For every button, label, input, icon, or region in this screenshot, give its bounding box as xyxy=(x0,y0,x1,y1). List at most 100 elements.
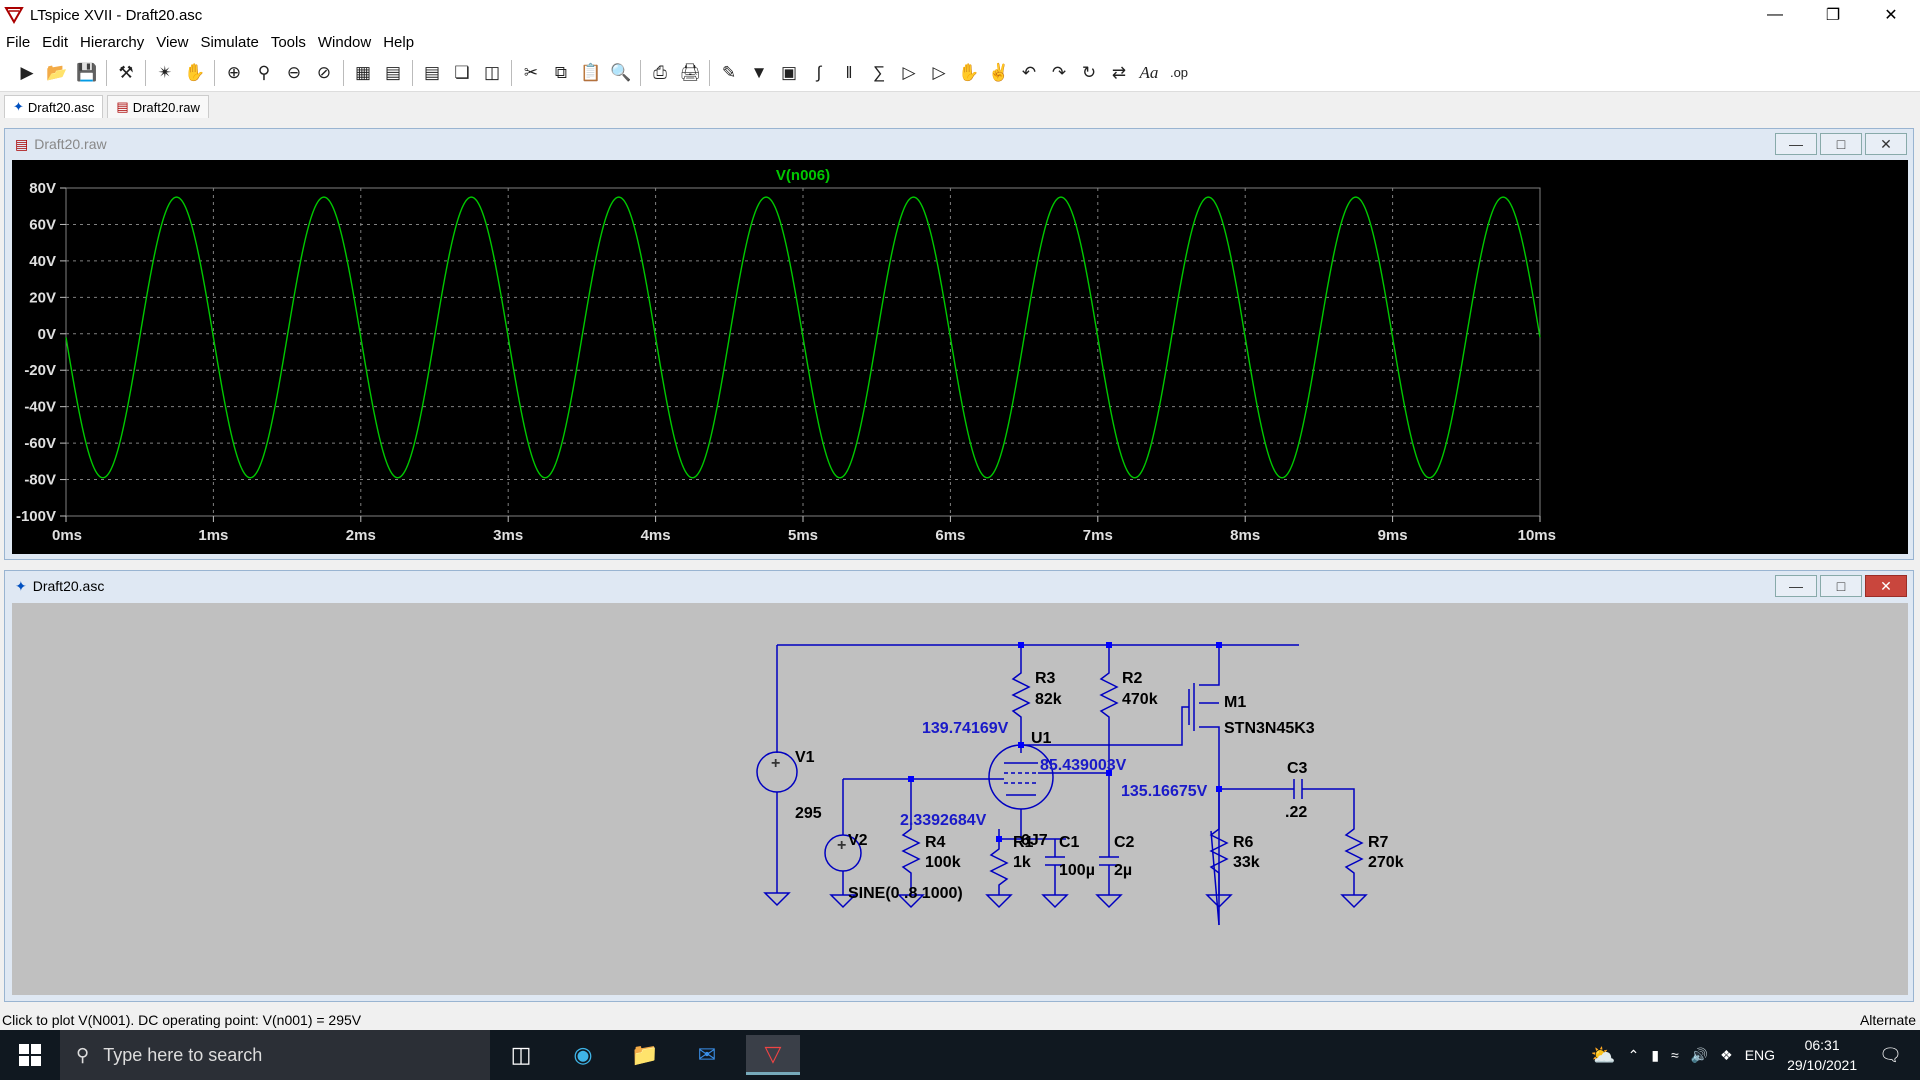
mdi-maximize-button[interactable]: □ xyxy=(1820,575,1862,597)
wifi-icon[interactable]: ≈ xyxy=(1671,1047,1679,1063)
cascade-icon[interactable]: ❏ xyxy=(454,62,470,82)
mark-unref-icon[interactable]: ▤ xyxy=(384,62,402,82)
component-ref-v1[interactable]: V1 xyxy=(795,749,815,766)
component-ref-r4[interactable]: R4 xyxy=(925,834,946,851)
component-value-c3[interactable]: .22 xyxy=(1285,804,1307,821)
resistor-icon[interactable]: ∫ xyxy=(816,62,822,82)
component-value-r4[interactable]: 100k xyxy=(925,854,961,871)
weather-icon[interactable]: ⛅ xyxy=(1590,1044,1616,1067)
copy-icon[interactable]: ⧉ xyxy=(554,62,568,82)
redo-icon[interactable]: ↷ xyxy=(1051,62,1067,82)
menu-edit[interactable]: Edit xyxy=(42,33,69,51)
component-value-r7[interactable]: 270k xyxy=(1368,854,1404,871)
schematic-drawing[interactable]: V1 295 V2 SINE(0 .8 1000) R3 82k R2 470k… xyxy=(12,603,1908,995)
clock[interactable]: 06:31 29/10/2021 xyxy=(1787,1035,1857,1075)
mail-icon[interactable]: ✉ xyxy=(697,1042,717,1067)
menu-window[interactable]: Window xyxy=(317,33,372,51)
mdi-minimize-button[interactable]: — xyxy=(1775,575,1817,597)
mirror-icon[interactable]: ⇄ xyxy=(1111,62,1127,82)
task-view-icon[interactable]: ◫ xyxy=(510,1042,532,1067)
diode-icon[interactable]: ▷ xyxy=(902,62,916,82)
component-ref-u1[interactable]: U1 xyxy=(1031,730,1052,747)
tile-vertical-icon[interactable]: ◫ xyxy=(483,62,501,82)
mdi-close-button[interactable]: ✕ xyxy=(1865,133,1907,155)
volume-icon[interactable]: 🔊 xyxy=(1690,1046,1709,1063)
battery-icon[interactable]: ▮ xyxy=(1651,1046,1660,1063)
zoom-in-icon[interactable]: ⊕ xyxy=(226,62,242,82)
save-icon[interactable]: 💾 xyxy=(76,62,98,82)
component-value-c1[interactable]: 100µ xyxy=(1059,862,1095,879)
component-ref-r1[interactable]: R1 xyxy=(1013,834,1034,851)
notifications-icon[interactable]: 🗨 xyxy=(1879,1044,1902,1065)
close-button[interactable]: ✕ xyxy=(1884,7,1898,24)
chevron-up-icon[interactable]: ⌃ xyxy=(1627,1046,1640,1063)
tile-horizontal-icon[interactable]: ▤ xyxy=(423,62,441,82)
print-setup-icon[interactable]: ⎙ xyxy=(653,62,667,82)
component-ref-r6[interactable]: R6 xyxy=(1233,834,1254,851)
draw-wire-icon[interactable]: ✎ xyxy=(721,62,737,82)
menu-tools[interactable]: Tools xyxy=(270,33,306,51)
zoom-cancel-icon[interactable]: ⊘ xyxy=(316,62,332,82)
spice-directive-icon[interactable]: .op xyxy=(1169,65,1189,80)
print-icon[interactable]: 🖨 xyxy=(679,62,701,82)
tab-schematic[interactable]: ✦ Draft20.asc xyxy=(4,95,104,118)
component-ref-c1[interactable]: C1 xyxy=(1059,834,1080,851)
component-value-r2[interactable]: 470k xyxy=(1122,691,1158,708)
zoom-out-icon[interactable]: ⊖ xyxy=(286,62,302,82)
autorange-icon[interactable]: ▦ xyxy=(354,62,372,82)
paste-icon[interactable]: 📋 xyxy=(580,62,602,82)
mdi-minimize-button[interactable]: — xyxy=(1775,133,1817,155)
component-value-v2[interactable]: SINE(0 .8 1000) xyxy=(848,885,963,902)
mdi-maximize-button[interactable]: □ xyxy=(1820,133,1862,155)
tab-waveform[interactable]: ▤ Draft20.raw xyxy=(107,95,209,118)
find-icon[interactable]: 🔍 xyxy=(610,62,632,82)
label-net-icon[interactable]: ▣ xyxy=(780,62,798,82)
node-voltage-label[interactable]: 139.74169V xyxy=(922,720,1009,737)
run-icon[interactable]: ▶ xyxy=(20,62,34,82)
edge-browser-icon[interactable]: ◉ xyxy=(573,1042,593,1067)
schematic-canvas[interactable]: V1 295 V2 SINE(0 .8 1000) R3 82k R2 470k… xyxy=(12,603,1908,995)
node-voltage-label[interactable]: 2.3392684V xyxy=(900,812,987,829)
minimize-button[interactable]: — xyxy=(1767,6,1783,23)
drag-icon[interactable]: ✌ xyxy=(988,62,1010,82)
component-ref-c2[interactable]: C2 xyxy=(1114,834,1135,851)
node-voltage-label[interactable]: 85.439003V xyxy=(1040,757,1127,774)
zoom-fit-icon[interactable]: ⚲ xyxy=(257,62,271,82)
component-ref-r7[interactable]: R7 xyxy=(1368,834,1389,851)
start-button[interactable] xyxy=(0,1030,60,1080)
node-voltage-label[interactable]: 135.16675V xyxy=(1121,783,1208,800)
rotate-icon[interactable]: ↻ xyxy=(1081,62,1097,82)
language-indicator[interactable]: ENG xyxy=(1744,1047,1776,1063)
component-value-u1[interactable]: 6J7 xyxy=(1021,832,1048,849)
component-value-r6[interactable]: 33k xyxy=(1233,854,1260,871)
control-panel-icon[interactable]: ⚒ xyxy=(118,62,134,82)
menu-file[interactable]: File xyxy=(6,33,31,51)
menu-view[interactable]: View xyxy=(156,33,189,51)
pan-hand-icon[interactable]: ✋ xyxy=(184,62,206,82)
cut-icon[interactable]: ✂ xyxy=(523,62,539,82)
move-icon[interactable]: ✋ xyxy=(958,62,980,82)
component-value-v1[interactable]: 295 xyxy=(795,805,822,822)
component-value-r1[interactable]: 1k xyxy=(1013,854,1031,871)
component-ref-v2[interactable]: V2 xyxy=(848,832,868,849)
text-icon[interactable]: Aa xyxy=(1139,62,1159,82)
menu-hierarchy[interactable]: Hierarchy xyxy=(80,33,145,51)
taskbar-search-box[interactable]: ⚲ Type here to search xyxy=(60,1030,490,1080)
halt-icon[interactable]: ✴ xyxy=(157,62,173,82)
component-value-r3[interactable]: 82k xyxy=(1035,691,1062,708)
component-value-c2[interactable]: 2µ xyxy=(1114,862,1132,879)
mdi-close-button[interactable]: ✕ xyxy=(1865,575,1907,597)
inductor-icon[interactable]: ∑ xyxy=(872,62,886,82)
ground-icon[interactable]: ▼ xyxy=(750,62,768,82)
component-value-m1[interactable]: STN3N45K3 xyxy=(1224,720,1315,737)
component-ref-m1[interactable]: M1 xyxy=(1224,694,1246,711)
component-ref-c3[interactable]: C3 xyxy=(1287,760,1308,777)
undo-icon[interactable]: ↶ xyxy=(1021,62,1037,82)
ltspice-taskbar-icon[interactable]: ▽ xyxy=(746,1035,800,1075)
menu-simulate[interactable]: Simulate xyxy=(200,33,259,51)
menu-help[interactable]: Help xyxy=(383,33,415,51)
dropbox-icon[interactable]: ❖ xyxy=(1720,1046,1733,1063)
component-ref-r3[interactable]: R3 xyxy=(1035,670,1056,687)
